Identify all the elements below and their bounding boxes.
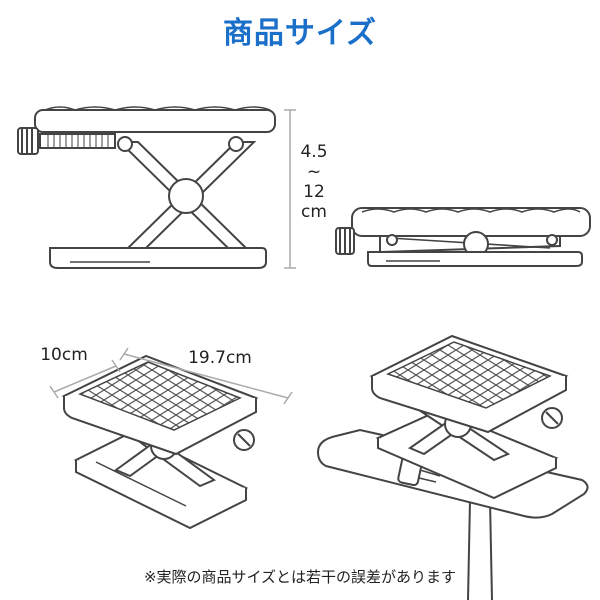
side-view-lowered	[335, 207, 591, 267]
side-view-raised	[17, 106, 276, 269]
width-dimension-line	[49, 359, 121, 399]
height-unit: cm	[301, 202, 327, 222]
height-separator: ~	[306, 162, 322, 182]
height-label: 4.5 ~ 12 cm	[296, 142, 332, 222]
width-label: 10cm	[40, 345, 88, 365]
perspective-view	[61, 354, 259, 530]
chair-usage-view	[316, 334, 589, 600]
length-dimension-line	[119, 347, 293, 405]
page-title: 商品サイズ	[222, 16, 378, 51]
height-min: 4.5	[300, 142, 328, 162]
height-max: 12	[303, 182, 325, 202]
footnote: ※実際の商品サイズとは若干の誤差があります	[143, 568, 457, 586]
length-label: 19.7cm	[188, 348, 252, 368]
height-dimension-line	[284, 109, 296, 269]
